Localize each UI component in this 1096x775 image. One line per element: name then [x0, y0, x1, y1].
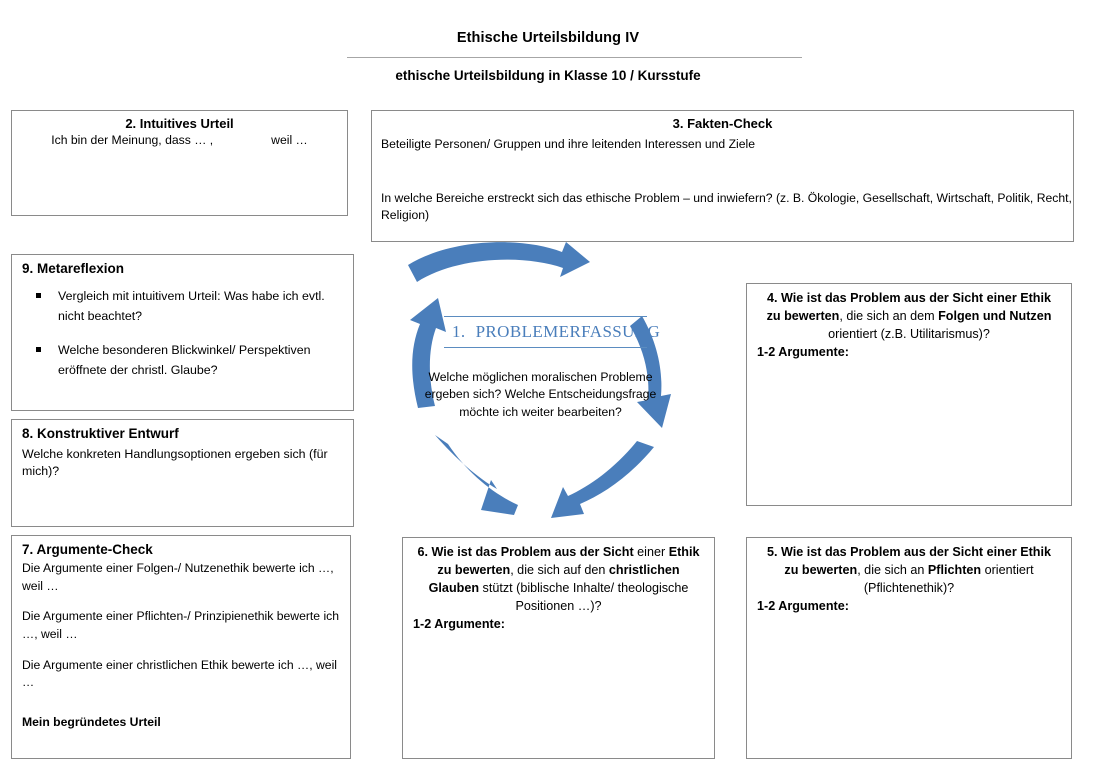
- box7-line-1: Die Argumente einer Folgen-/ Nutzenethik…: [22, 561, 334, 593]
- box7-line-4: Mein begründetes Urteil: [22, 715, 161, 730]
- arrow-bottom-right-icon: [551, 441, 654, 518]
- box3-line-2: In welche Bereiche erstreckt sich das et…: [381, 190, 1072, 222]
- box3-title: 3. Fakten-Check: [672, 116, 773, 131]
- box5-arguments-label: 1-2 Argumente:: [757, 598, 849, 613]
- box8-line-1: Welche konkreten Handlungsoptionen ergeb…: [22, 447, 328, 479]
- cycle-step-description: Welche möglichen moralischen Probleme er…: [424, 370, 657, 419]
- box-ethik-folgen-nutzen[interactable]: 4. Wie ist das Problem aus der Sicht ein…: [746, 283, 1072, 506]
- box7-line-3: Die Argumente einer christlichen Ethik b…: [22, 657, 337, 690]
- box3-line-1: Beteiligte Personen/ Gruppen und ihre le…: [381, 137, 755, 151]
- arrow-left-icon: [410, 298, 446, 408]
- arrow-top-icon: [408, 242, 590, 282]
- box2-sentence: Ich bin der Meinung, dass … , weil …: [12, 133, 347, 147]
- box2-title: 2. Intuitives Urteil: [125, 116, 234, 131]
- box-metareflexion[interactable]: 9. Metareflexion Vergleich mit intuitive…: [11, 254, 354, 411]
- box7-title: 7. Argumente-Check: [22, 542, 153, 557]
- box-fakten-check[interactable]: 3. Fakten-Check Beteiligte Personen/ Gru…: [371, 110, 1074, 242]
- box5-heading: 5. Wie ist das Problem aus der Sicht ein…: [766, 545, 1052, 595]
- list-item: Vergleich mit intuitivem Urteil: Was hab…: [36, 286, 339, 326]
- box6-arguments-label: 1-2 Argumente:: [413, 616, 505, 631]
- cycle-step-label: PROBLEMERFASSUNG: [475, 322, 661, 341]
- page-title: Ethische Urteilsbildung IV: [456, 30, 640, 46]
- cycle-step-title: 1. PROBLEMERFASSUNG: [444, 317, 660, 347]
- cycle-rule-top: [444, 316, 647, 317]
- page-subtitle: ethische Urteilsbildung in Klasse 10 / K…: [395, 68, 701, 83]
- box-konstruktiver-entwurf[interactable]: 8. Konstruktiver Entwurf Welche konkrete…: [11, 419, 354, 527]
- box4-arguments-label: 1-2 Argumente:: [757, 344, 849, 359]
- arrow-right-icon: [630, 316, 671, 428]
- box8-title: 8. Konstruktiver Entwurf: [22, 426, 179, 441]
- box7-line-2: Die Argumente einer Pflichten-/ Prinzipi…: [22, 609, 340, 642]
- box2-line-a: Ich bin der Meinung, dass … ,: [51, 133, 214, 147]
- cycle-step-number: 1.: [452, 322, 466, 341]
- box-ethik-pflichten[interactable]: 5. Wie ist das Problem aus der Sicht ein…: [746, 537, 1072, 759]
- cycle-step-header: 1. PROBLEMERFASSUNG: [444, 316, 660, 348]
- box9-bullet-list: Vergleich mit intuitivem Urteil: Was hab…: [12, 286, 353, 380]
- title-divider: [347, 57, 802, 58]
- box2-line-b: weil …: [271, 133, 308, 147]
- box4-heading: 4. Wie ist das Problem aus der Sicht ein…: [766, 291, 1052, 341]
- box6-heading: 6. Wie ist das Problem aus der Sicht ein…: [417, 545, 700, 613]
- cycle-rule-bottom: [444, 347, 647, 348]
- box-intuitives-urteil[interactable]: 2. Intuitives Urteil Ich bin der Meinung…: [11, 110, 348, 216]
- arrow-bottom-left-icon: [435, 435, 518, 515]
- list-item: Welche besonderen Blickwinkel/ Perspekti…: [36, 340, 339, 380]
- box-ethik-christlicher-glaube[interactable]: 6. Wie ist das Problem aus der Sicht ein…: [402, 537, 715, 759]
- cycle-arrow-group: [408, 242, 671, 518]
- box-argumente-check[interactable]: 7. Argumente-Check Die Argumente einer F…: [11, 535, 351, 759]
- box9-title: 9. Metareflexion: [22, 261, 125, 276]
